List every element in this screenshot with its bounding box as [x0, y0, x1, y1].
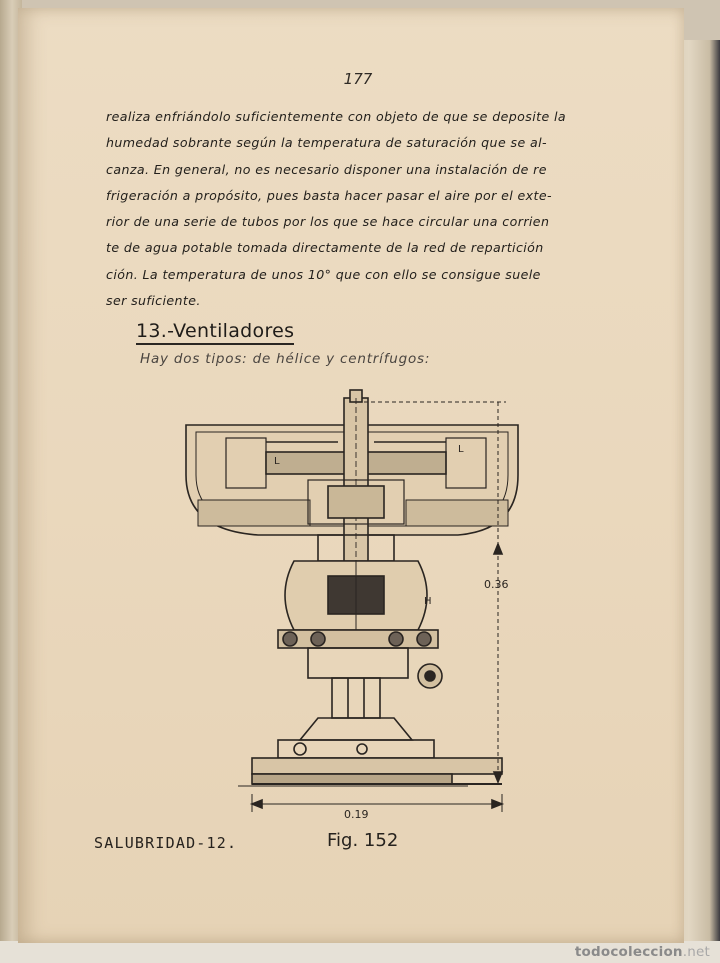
drawing-label-h: H	[424, 596, 432, 607]
book-spine-shadow	[0, 0, 22, 963]
drawing-label-l-right: L	[458, 444, 464, 455]
paragraph-line: realiza enfriándolo suficientemente con …	[106, 109, 567, 124]
figure-caption: Fig. 152	[327, 830, 399, 851]
paragraph-line: ción. La temperatura de unos 10° que con…	[106, 266, 541, 282]
fan-technical-drawing: 0.36 0.19 L L H	[185, 389, 519, 821]
book-page: 177 realiza enfriándolo suficientemente …	[18, 8, 684, 943]
paragraph-line: frigeración a propósito, pues basta hace…	[106, 187, 552, 203]
paragraph-line: te de agua potable tomada directamente d…	[106, 240, 544, 256]
drawing-label-l-left: L	[274, 456, 280, 467]
photo-background-strip	[0, 941, 720, 963]
section-intro: Hay dos tipos: de hélice y centrífugos:	[140, 351, 431, 367]
watermark: todocoleccion.net	[575, 944, 710, 960]
paragraph: realiza enfriándolo suficientemente con …	[106, 104, 602, 314]
paragraph-line: ser suficiente.	[106, 293, 201, 309]
paragraph-line: canza. En general, no es necesario dispo…	[106, 161, 547, 177]
section-heading: 13.-Ventiladores	[136, 320, 295, 345]
footer-section-tag: SALUBRIDAD-12.	[94, 834, 238, 852]
dimension-width-label: 0.19	[344, 808, 369, 821]
dimension-height-label: 0.36	[484, 578, 509, 591]
watermark-brand: todocoleccion	[574, 944, 683, 960]
paragraph-line: rior de una serie de tubos por los que s…	[106, 214, 550, 230]
page-number: 177	[343, 70, 373, 88]
paragraph-line: humedad sobrante según la temperatura de…	[106, 135, 547, 151]
watermark-tld: .net	[682, 944, 710, 960]
